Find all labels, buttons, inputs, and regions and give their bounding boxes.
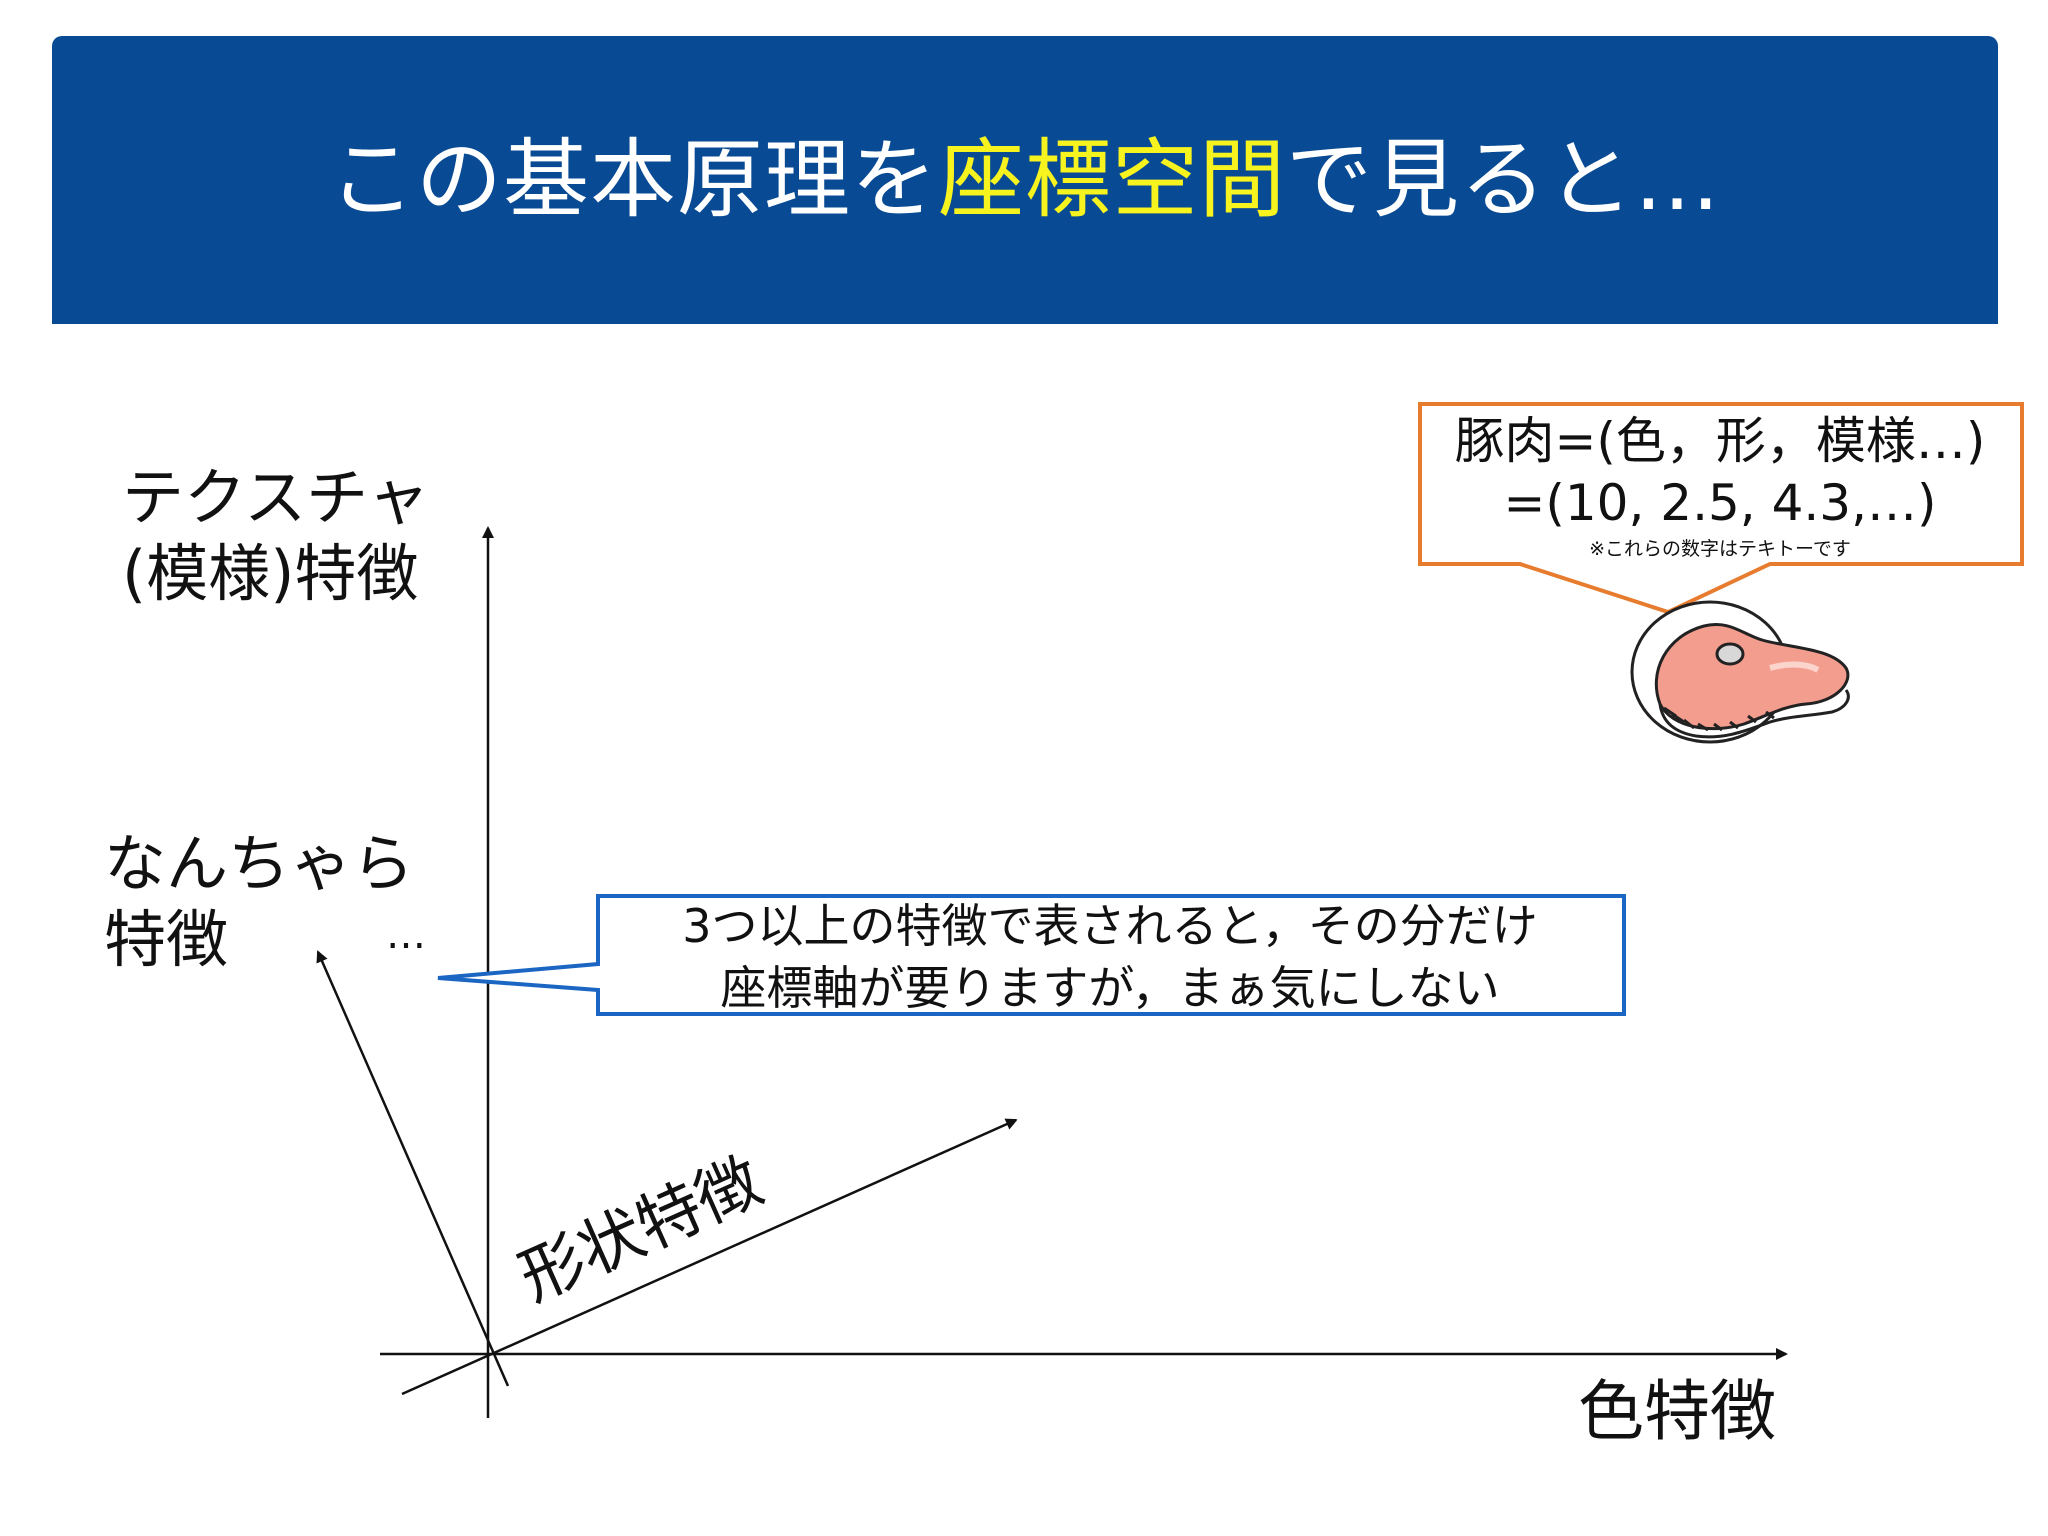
orange-callout-text: 豚肉=(色，形，模様…) =(10, 2.5, 4.3,…) ※これらの数字はテ… — [1420, 410, 2020, 561]
other-feature-axis-label: なんちゃら 特徴 — [104, 826, 414, 977]
texture-label-line2: (模様)特徴 — [122, 536, 419, 610]
orange-callout-box — [1418, 402, 2024, 615]
more-axes-ellipsis: … — [386, 912, 428, 958]
title-text-before: この基本原理を — [329, 130, 938, 230]
other-label-line2: 特徴 — [104, 902, 229, 976]
pork-steak-icon — [1630, 600, 1850, 744]
other-label-line1: なんちゃら — [104, 827, 415, 900]
title-highlight: 座標空間 — [938, 130, 1286, 230]
texture-axis-label: テクスチャ (模様)特徴 — [122, 460, 430, 611]
other-feature-axis — [316, 950, 510, 1387]
title-banner: この基本原理を座標空間で見ると… — [52, 36, 1998, 324]
title-text-after: で見ると… — [1286, 130, 1721, 230]
blue-callout-box — [437, 894, 1626, 1016]
blue-callout-text: 3つ以上の特徴で表されると，その分だけ 座標軸が要りますが，まぁ気にしない — [598, 896, 1622, 1019]
blue-callout-line1: 3つ以上の特徴で表されると，その分だけ — [682, 899, 1538, 953]
blue-callout-line2: 座標軸が要りますが，まぁ気にしない — [720, 960, 1500, 1015]
texture-label-line1: テクスチャ — [122, 461, 430, 534]
color-axis-label: 色特徴 — [1578, 1373, 1776, 1450]
shape-axis — [401, 1118, 1018, 1396]
page-title: この基本原理を座標空間で見ると… — [329, 137, 1721, 223]
orange-callout-line1: 豚肉=(色，形，模様…) — [1454, 412, 1986, 470]
orange-callout-note: ※これらの数字はテキトーです — [1589, 538, 1851, 560]
orange-callout-line2: =(10, 2.5, 4.3,…) — [1503, 474, 1937, 532]
